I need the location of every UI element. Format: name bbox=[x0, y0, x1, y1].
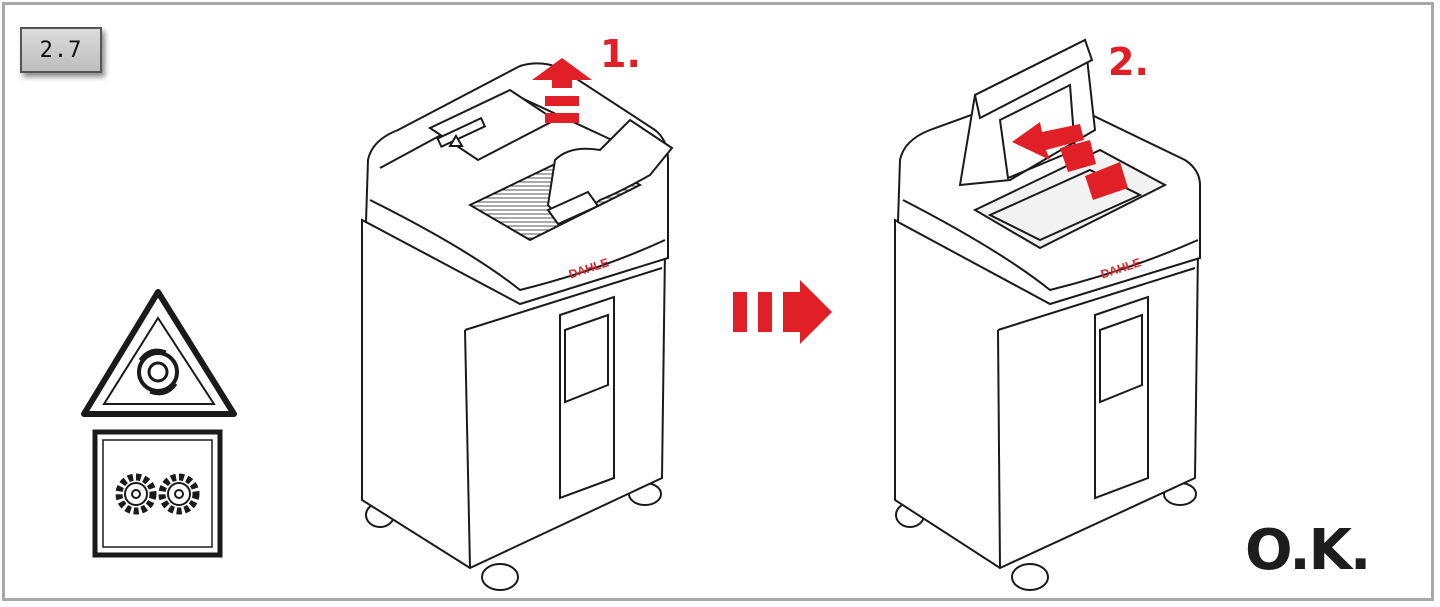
open-lid-arrow-icon bbox=[1012, 122, 1128, 200]
lift-up-arrow-icon bbox=[532, 58, 592, 123]
step-2-number: 2. bbox=[1108, 40, 1149, 84]
automatic-start-warning-icon bbox=[81, 289, 237, 417]
shredder-closed-illustration: DAHLE bbox=[361, 62, 674, 591]
result-ok-label: O.K. bbox=[1245, 518, 1371, 583]
step-number-badge: 2.7 bbox=[20, 27, 102, 73]
gears-hazard-icon bbox=[92, 429, 223, 558]
transition-arrow-icon bbox=[733, 280, 832, 344]
step-number-label: 2.7 bbox=[39, 38, 83, 63]
shredder-open-illustration: DAHLE bbox=[894, 38, 1201, 591]
step-1-number: 1. bbox=[600, 32, 641, 76]
